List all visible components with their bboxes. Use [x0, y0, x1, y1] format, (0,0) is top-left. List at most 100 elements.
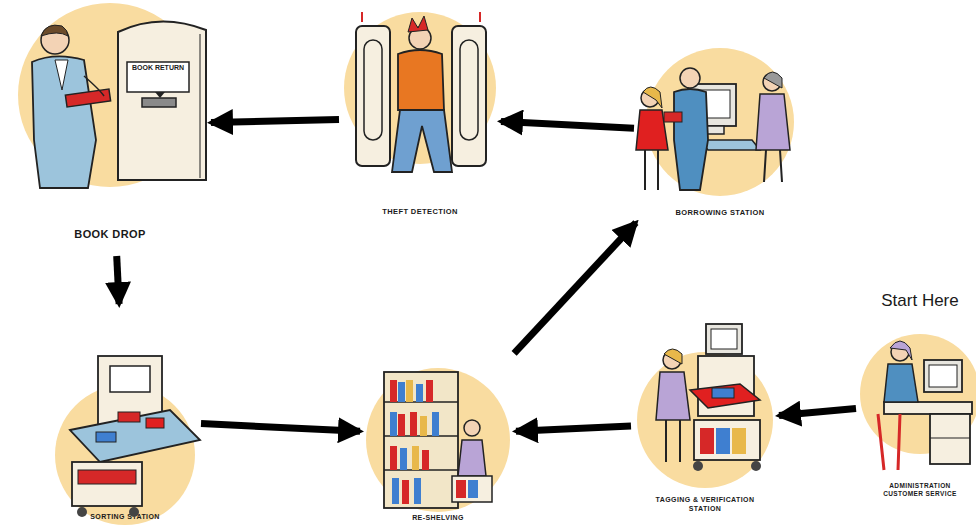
tagging-station-illustration-part	[711, 329, 737, 349]
theft-gate-illustration-part	[479, 12, 481, 22]
bookshelf-illustration-part	[384, 401, 458, 403]
sorting-machine-illustration-part	[98, 356, 162, 428]
station-label: BOOK DROP	[15, 228, 205, 242]
borrowing-illustration-part	[700, 126, 724, 134]
theft-gate-illustration-part	[398, 50, 444, 110]
bookshelf-illustration-part	[464, 420, 480, 436]
borrowing-illustration-part	[643, 87, 662, 108]
borrowing-illustration-part	[780, 150, 782, 182]
book-drop-illustration-part	[41, 25, 68, 36]
borrowing-illustration-part	[644, 150, 646, 190]
sorting-machine-illustration-part	[129, 507, 139, 517]
book-drop-illustration-part	[127, 62, 189, 92]
tagging-station-illustration-part	[664, 349, 682, 364]
station-circle-fill	[366, 368, 510, 512]
station-label: ADMINISTRATION CUSTOMER SERVICE	[870, 482, 970, 498]
borrowing-illustration-part	[756, 94, 790, 150]
bookshelf-illustration-part	[412, 446, 419, 470]
tagging-station-illustration-part	[716, 428, 730, 454]
station-circle	[345, 10, 495, 225]
bookshelf-illustration-part	[452, 476, 492, 502]
flow-arrow	[211, 120, 339, 123]
theft-gate-illustration-part	[392, 110, 452, 172]
station-circle	[15, 0, 205, 250]
theft-gate-illustration-part	[409, 27, 431, 49]
book-drop-illustration-part	[155, 92, 165, 98]
sorting-machine-illustration	[70, 356, 200, 517]
book-drop-illustration-part	[200, 34, 201, 178]
book-drop-illustration	[32, 21, 206, 188]
book-drop-illustration-part	[84, 76, 104, 96]
sorting-machine-illustration-part	[77, 507, 87, 517]
sorting-machine-illustration-part	[72, 462, 142, 506]
borrowing-illustration-part	[664, 112, 682, 122]
tagging-station-illustration-part	[694, 420, 760, 460]
bookshelf-illustration-part	[398, 382, 405, 402]
borrowing-illustration-part	[688, 84, 736, 126]
book-drop-illustration-part	[65, 89, 110, 107]
sorting-machine-illustration-part	[70, 410, 200, 462]
start-heading: Start Here	[881, 290, 958, 311]
theft-gate-illustration-part	[364, 40, 382, 140]
tagging-station-illustration	[656, 324, 761, 471]
borrowing-illustration-part	[641, 89, 659, 107]
borrowing-illustration-part	[763, 73, 781, 91]
theft-gate-illustration-part	[356, 26, 390, 166]
station-circle-fill	[860, 334, 976, 454]
bookshelf-illustration-part	[406, 380, 413, 402]
bookshelf-illustration-part	[384, 372, 458, 508]
admin-desk-illustration-part	[891, 343, 909, 361]
theft-gate-illustration-part	[460, 40, 478, 140]
station-label: BORROWING STATION	[635, 208, 805, 217]
admin-desk-illustration-part	[924, 360, 962, 392]
admin-desk-illustration-part	[930, 437, 970, 438]
station-node: THEFT DETECTION	[345, 10, 495, 225]
station-circle-fill	[637, 352, 773, 488]
tagging-station-illustration-part	[665, 420, 667, 462]
tagging-station-illustration-part	[679, 420, 681, 462]
station-label: THEFT DETECTION	[345, 207, 495, 216]
machine-sign: BOOK RETURN	[127, 64, 189, 72]
tagging-station-illustration-part	[732, 428, 746, 454]
flow-arrow	[201, 424, 360, 432]
bookshelf-illustration-part	[432, 412, 439, 436]
tagging-station-illustration-part	[712, 388, 734, 398]
station-node: BORROWING STATION	[640, 40, 800, 225]
borrowing-illustration-part	[700, 140, 760, 150]
sorting-machine-illustration-part	[146, 418, 164, 428]
sorting-machine-illustration-part	[96, 432, 116, 442]
station-circle	[640, 40, 800, 225]
bookshelf-illustration-part	[410, 412, 417, 436]
flow-arrow	[501, 122, 634, 129]
bookshelf-illustration-part	[390, 446, 397, 470]
theft-gate-illustration-part	[361, 12, 363, 22]
tagging-station-illustration-part	[663, 351, 681, 369]
station-circle-fill	[55, 385, 195, 525]
bookshelf-illustration-part	[400, 448, 407, 470]
bookshelf-illustration-part	[468, 480, 478, 498]
flow-arrow	[514, 223, 636, 354]
book-drop-illustration-part	[55, 60, 68, 90]
theft-gate-illustration-part	[452, 26, 486, 166]
bookshelf-illustration-part	[456, 480, 466, 498]
admin-desk-illustration-part	[890, 341, 912, 360]
station-node: Start HereADMINISTRATION CUSTOMER SERVIC…	[862, 290, 976, 515]
sorting-machine-illustration-part	[110, 366, 150, 392]
bookshelf-illustration-part	[426, 380, 433, 402]
bookshelf-illustration-part	[402, 480, 409, 504]
station-label: RE-SHELVING	[366, 514, 510, 523]
bookshelf-illustration-part	[392, 478, 399, 504]
bookshelf-illustration-part	[384, 469, 458, 471]
theft-gate-illustration	[356, 12, 486, 172]
bookshelf-illustration-part	[458, 440, 486, 476]
station-circle-fill	[344, 12, 496, 164]
bookshelf-illustration-part	[384, 435, 458, 437]
borrowing-illustration-part	[636, 110, 668, 150]
station-node: RE-SHELVING	[366, 340, 510, 530]
admin-desk-illustration-part	[930, 414, 970, 464]
borrowing-illustration	[636, 68, 790, 190]
station-label: TAGGING & VERIFICATION STATION	[645, 496, 765, 514]
book-drop-illustration-part	[118, 21, 206, 180]
bookshelf-illustration-part	[420, 416, 427, 436]
